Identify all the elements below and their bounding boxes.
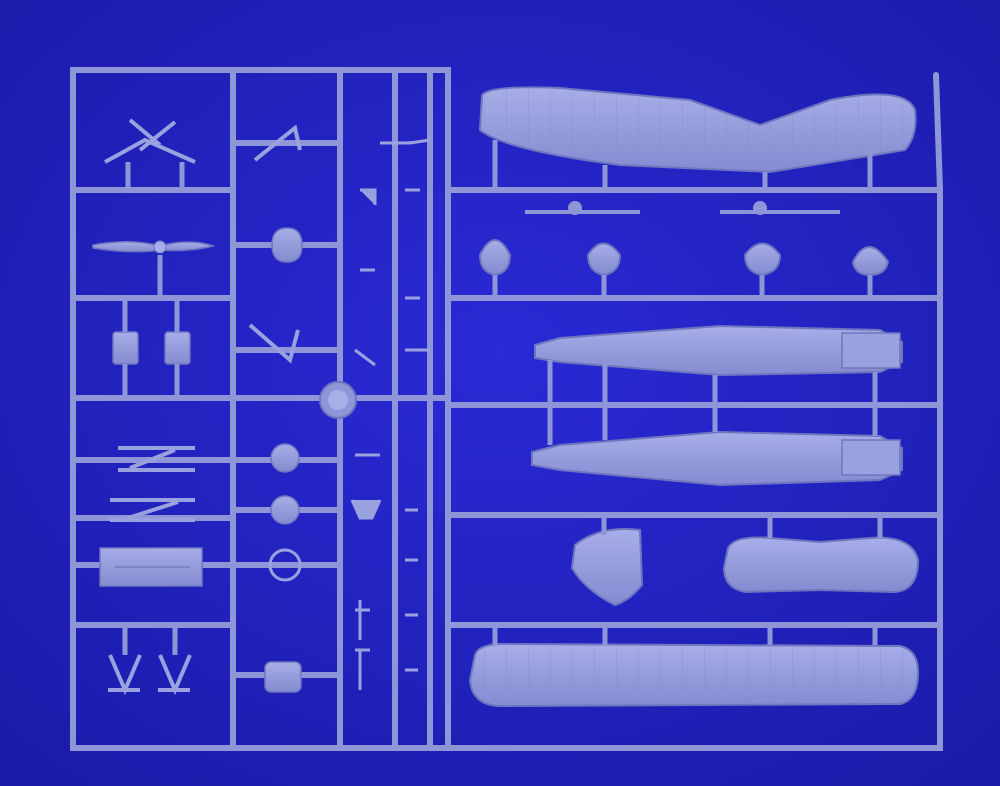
upper-wing-part [478,86,917,190]
tailplane-part [722,515,920,594]
detail-pieces [350,138,431,690]
undercarriage-legs-part [108,625,192,696]
engine-cowl-parts [478,239,890,298]
sprue-gate-hub [319,381,357,419]
cabane-struts-part [104,118,196,190]
rudder-part [570,515,644,607]
fuselage-half-lower [531,405,903,487]
fuselage-half-upper [534,324,903,405]
small-struts-row [525,201,840,215]
lower-wing-part [468,625,920,708]
propeller-part [92,240,216,298]
sprue-frame [70,67,943,751]
seat-panel-part [99,547,203,587]
middle-column-parts [248,124,303,693]
interplane-struts-part [110,446,195,522]
wheels-pair-part [112,298,191,398]
